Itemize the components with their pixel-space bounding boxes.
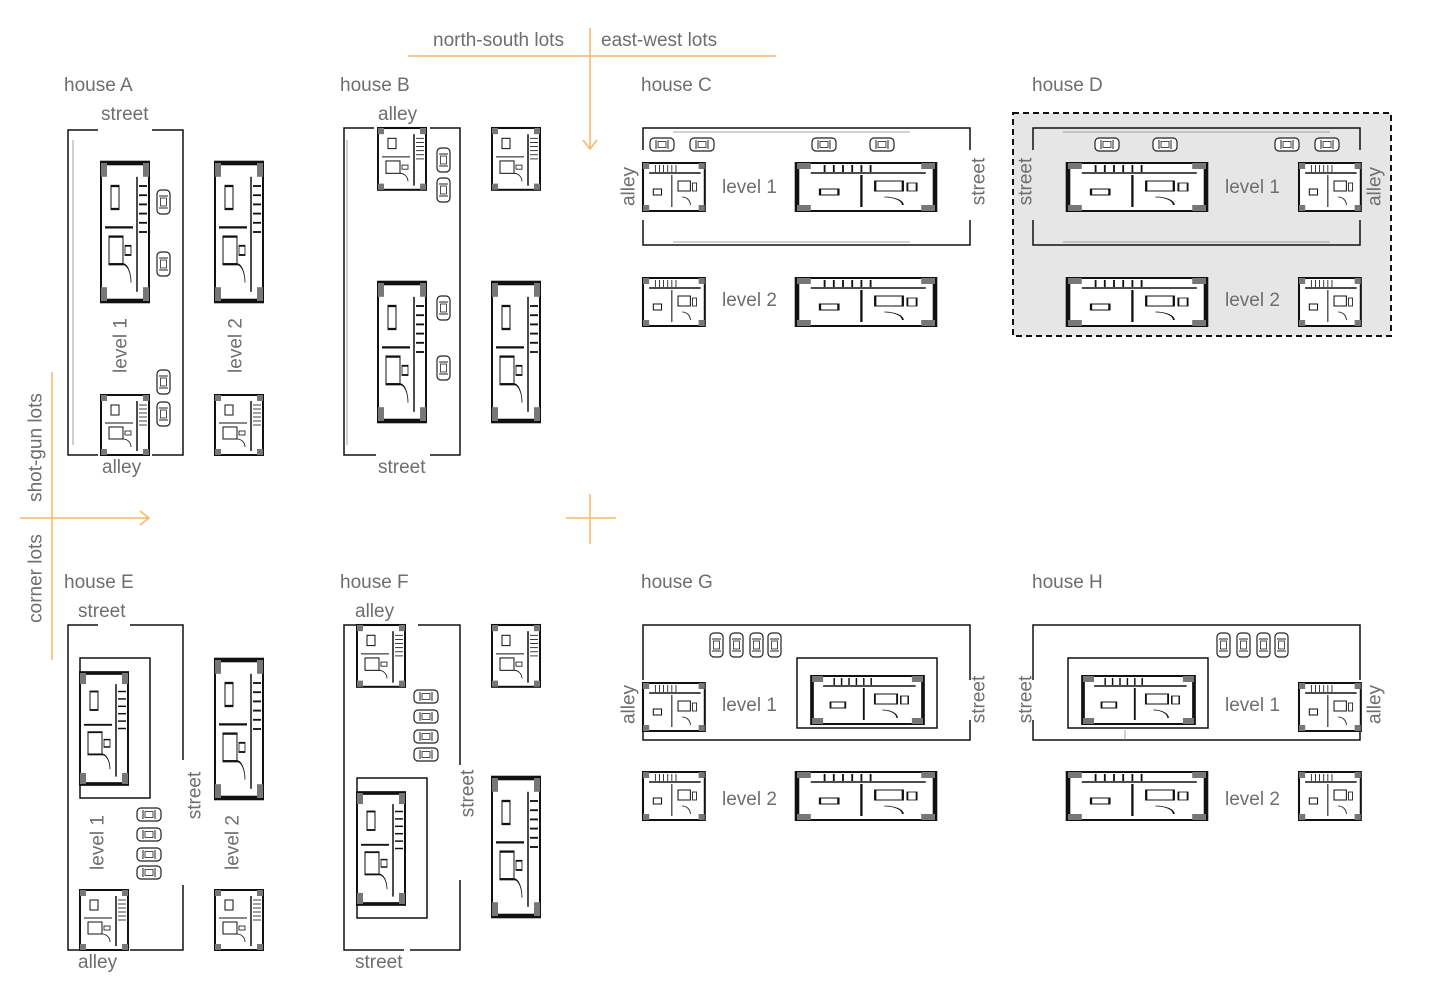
house-title: house E (64, 572, 134, 593)
street-label: street (1015, 157, 1037, 206)
alley-label: alley (618, 684, 640, 725)
alley-label: alley (378, 104, 418, 125)
alley-label: alley (1364, 684, 1386, 725)
street-label: street (968, 157, 990, 206)
north-south-lots-label: north-south lots (433, 30, 564, 51)
level-2-label: level 2 (722, 789, 777, 810)
alley-label: alley (355, 601, 395, 622)
alley-label: alley (78, 952, 118, 973)
level-2-label: level 2 (222, 815, 244, 870)
house-title: house F (340, 572, 409, 593)
street-label: street (1015, 675, 1037, 724)
street-label: street (78, 601, 126, 622)
house-title: house H (1032, 572, 1103, 593)
alley-label: alley (102, 457, 142, 478)
house-title: house C (641, 75, 712, 96)
level-2-label: level 2 (1225, 789, 1280, 810)
level-1-label: level 1 (87, 815, 109, 870)
level-2-label: level 2 (225, 318, 247, 373)
street-label: street (378, 457, 426, 478)
level-1-label: level 1 (1225, 177, 1280, 198)
corner-lots-label: corner lots (25, 534, 47, 623)
level-1-label: level 1 (722, 177, 777, 198)
alley-label: alley (618, 166, 640, 207)
level-1-label: level 1 (110, 318, 132, 373)
street-label: street (968, 675, 990, 724)
level-1-label: level 1 (1225, 695, 1280, 716)
house-title: house B (340, 75, 410, 96)
street-label: street (355, 952, 403, 973)
east-west-lots-label: east-west lots (601, 30, 718, 51)
level-1-label: level 1 (722, 695, 777, 716)
street-side-label: street (457, 769, 479, 818)
street-label: street (101, 104, 149, 125)
house-title: house A (64, 75, 133, 96)
shot-gun-lots-label: shot-gun lots (25, 393, 47, 502)
house-title: house G (641, 572, 713, 593)
level-2-label: level 2 (1225, 290, 1280, 311)
street-side-label: street (184, 771, 206, 820)
level-2-label: level 2 (722, 290, 777, 311)
house-title: house D (1032, 75, 1103, 96)
alley-label: alley (1364, 166, 1386, 207)
